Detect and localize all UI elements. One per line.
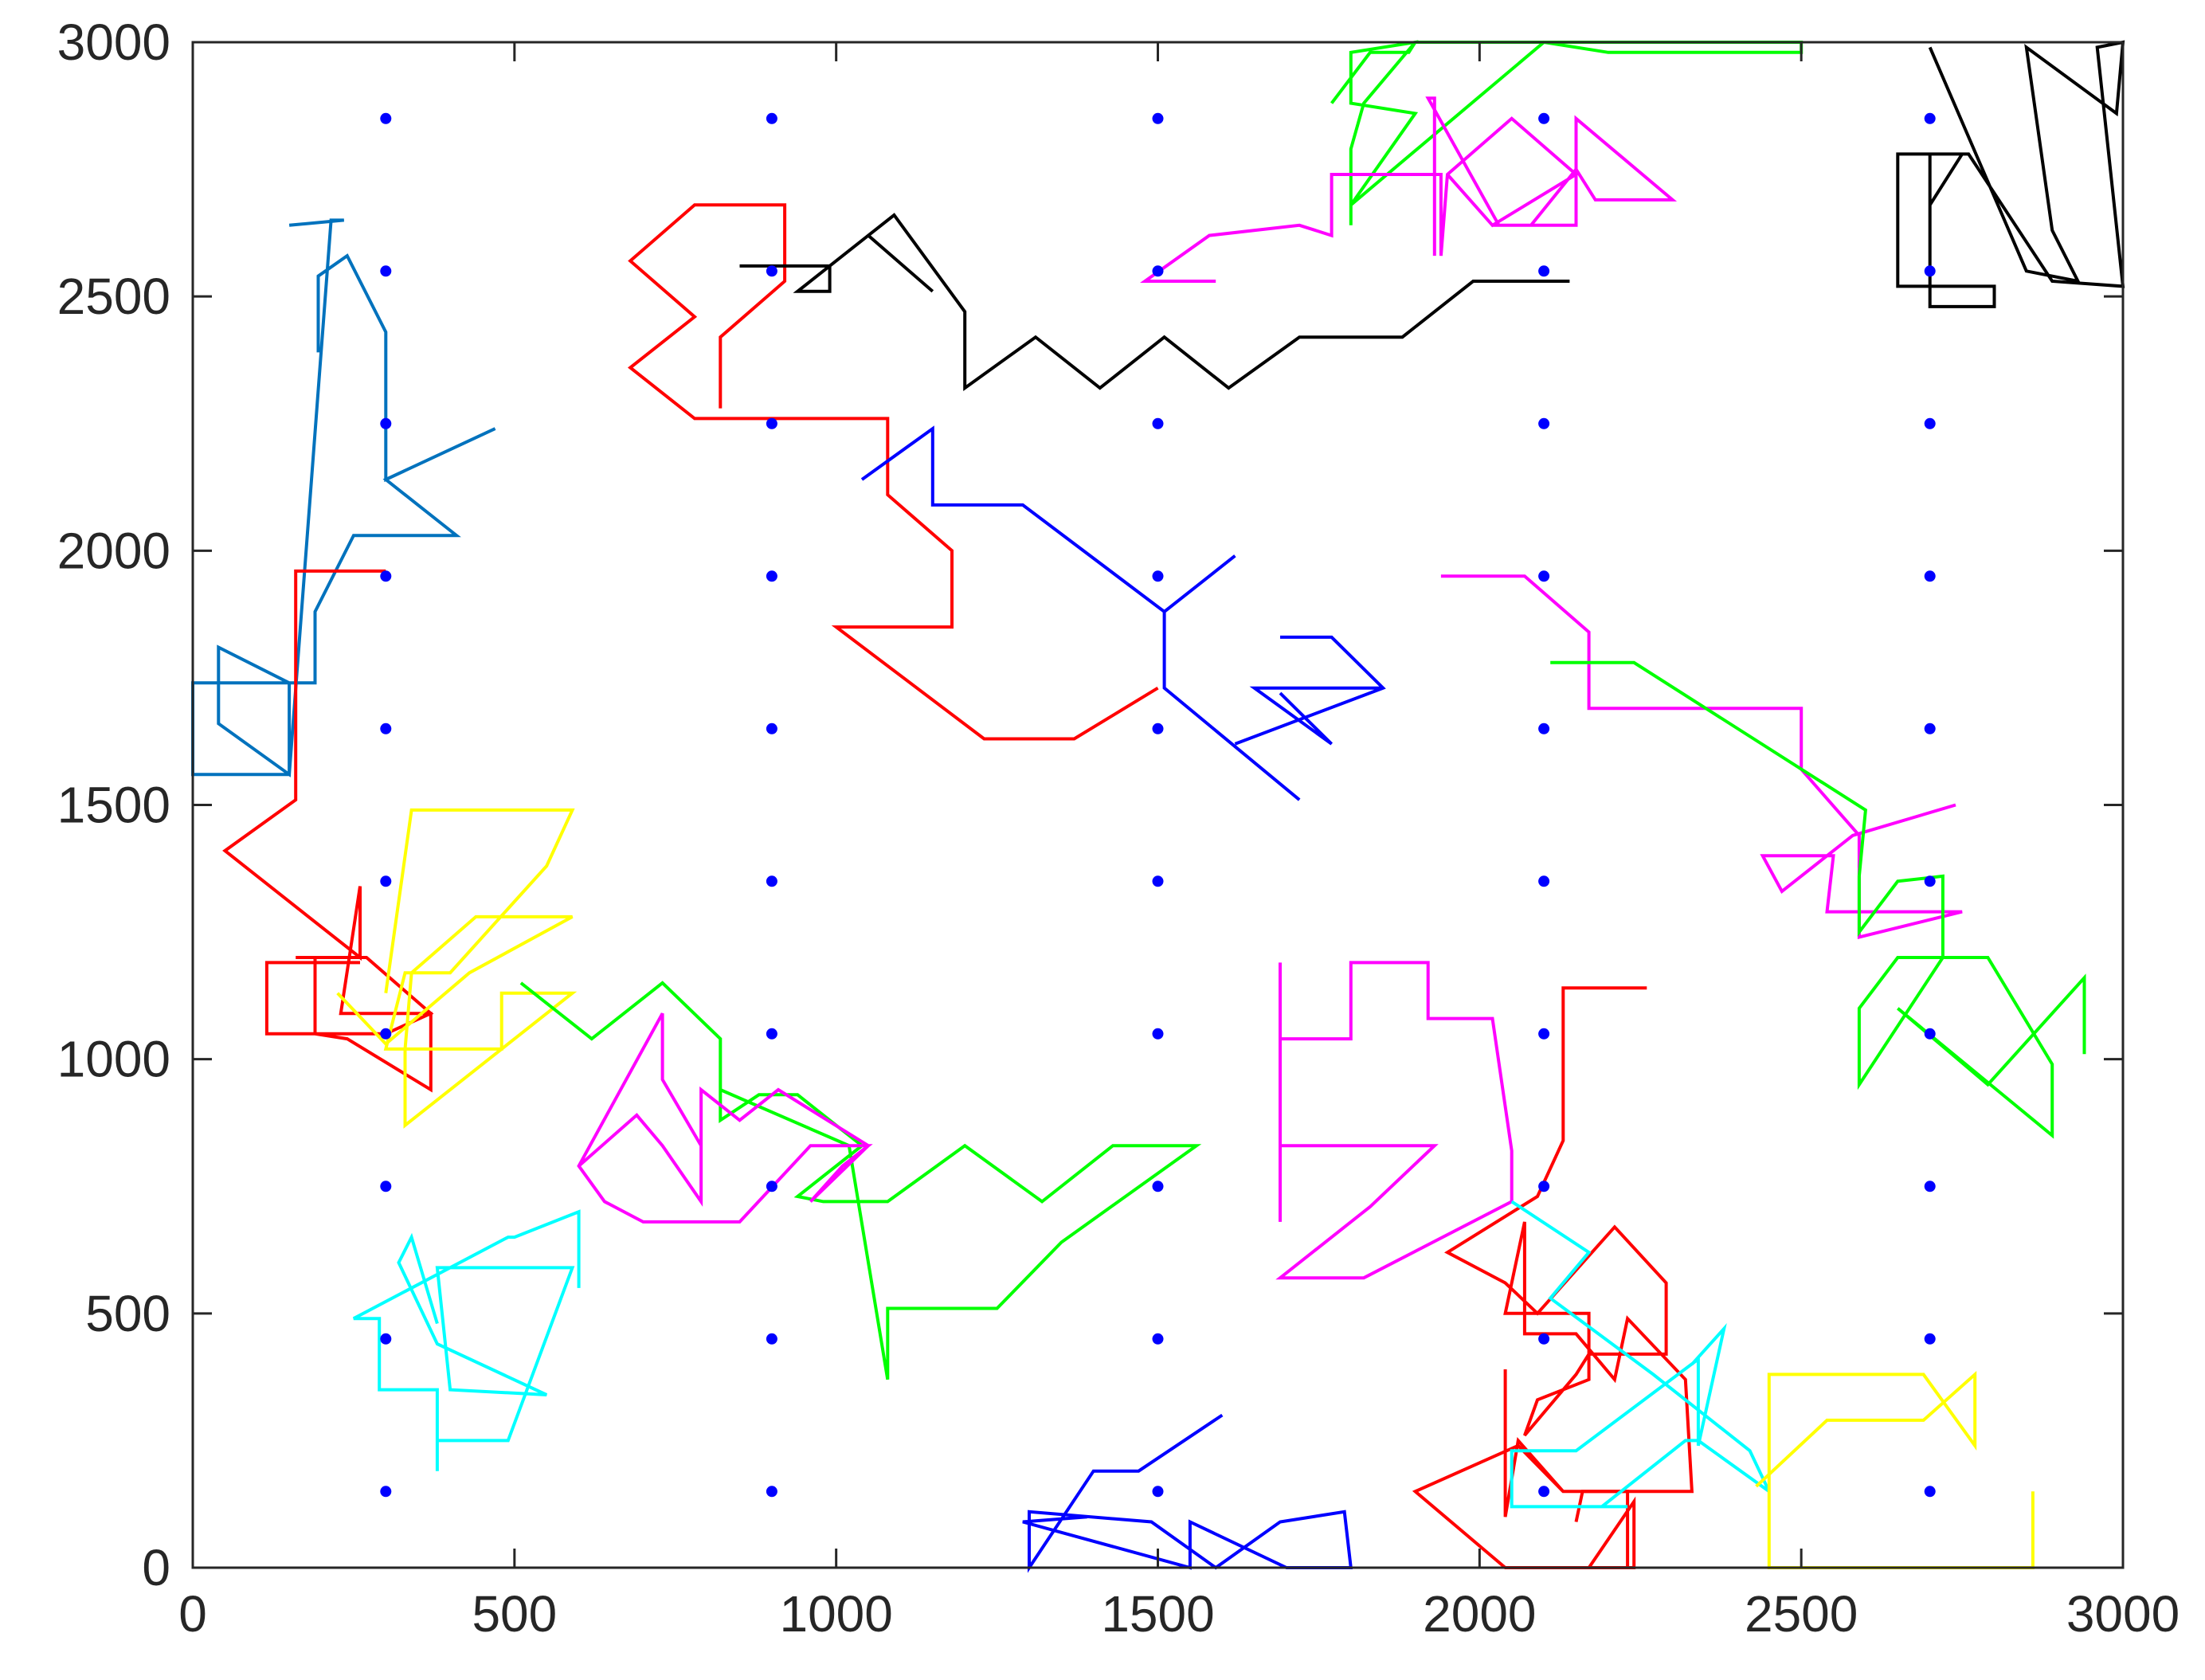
y-tick-label: 0 xyxy=(142,1539,170,1596)
grid-point xyxy=(1924,265,1936,277)
grid-point xyxy=(1924,1333,1936,1345)
grid-point xyxy=(1152,1486,1164,1498)
y-tick-label: 2000 xyxy=(57,522,170,579)
grid-point xyxy=(380,1181,392,1192)
series-line-20 xyxy=(1510,1200,1771,1509)
grid-point xyxy=(1538,1181,1550,1192)
grid-point xyxy=(1538,1486,1550,1498)
x-tick-label: 3000 xyxy=(2066,1585,2180,1643)
grid-point xyxy=(1538,723,1550,734)
grid-point xyxy=(1924,723,1936,734)
grid-point xyxy=(1152,417,1164,429)
y-tick-label: 1500 xyxy=(57,777,170,834)
grid-point xyxy=(1924,1028,1936,1040)
series-line-11 xyxy=(1022,1413,1353,1573)
grid-point xyxy=(1152,723,1164,734)
grid-point xyxy=(1924,1486,1936,1498)
grid-point xyxy=(1152,1028,1164,1040)
series-line-7 xyxy=(627,203,1159,741)
x-tick-label: 1000 xyxy=(779,1585,892,1643)
series-line-10 xyxy=(1234,635,1386,746)
grid-point xyxy=(766,1486,777,1498)
grid-point xyxy=(766,112,777,124)
grid-point xyxy=(380,723,392,734)
series-line-6 xyxy=(577,1012,873,1224)
grid-point xyxy=(766,875,777,887)
grid-point xyxy=(1924,417,1936,429)
grid-point xyxy=(1152,265,1164,277)
x-tick-labels: 0 500 1000 1500 2000 2500 3000 xyxy=(178,1585,2180,1643)
series-line-15 xyxy=(1440,574,1963,940)
series-line-16 xyxy=(1550,660,2086,1139)
grid-point xyxy=(766,265,777,277)
y-tick-label: 1000 xyxy=(57,1031,170,1088)
series-line-14 xyxy=(1896,40,2125,308)
grid-point xyxy=(380,417,392,429)
grid-point xyxy=(380,112,392,124)
series-line-13 xyxy=(1140,96,1678,283)
grid-point xyxy=(380,1486,392,1498)
grid-point xyxy=(1152,1333,1164,1345)
axes-layer xyxy=(191,41,2125,1569)
grid-point xyxy=(1152,570,1164,582)
grid-point xyxy=(1538,875,1550,887)
grid-point xyxy=(1538,265,1550,277)
grid-point xyxy=(1538,1028,1550,1040)
grid-point xyxy=(1152,875,1164,887)
grid-point xyxy=(1538,1333,1550,1345)
grid-point xyxy=(1924,112,1936,124)
series-line-8 xyxy=(739,213,1570,392)
x-tick-label: 2500 xyxy=(1745,1585,1858,1643)
series-line-1 xyxy=(191,218,496,777)
grid-point xyxy=(380,1028,392,1040)
grid-point xyxy=(766,570,777,582)
grid-point xyxy=(380,570,392,582)
grid-points-layer xyxy=(380,112,1936,1498)
grid-point xyxy=(766,723,777,734)
y-tick-label: 2500 xyxy=(57,268,170,325)
series-line-18 xyxy=(1443,986,1694,1522)
grid-point xyxy=(1538,417,1550,429)
x-tick-label: 0 xyxy=(178,1585,207,1643)
series-line-9 xyxy=(860,425,1301,801)
grid-point xyxy=(1538,570,1550,582)
y-tick-labels: 0 500 1000 1500 2000 2500 3000 xyxy=(57,14,170,1596)
series-layer xyxy=(191,40,2125,1573)
grid-point xyxy=(766,417,777,429)
grid-point xyxy=(1152,1181,1164,1192)
grid-point xyxy=(1924,1181,1936,1192)
y-tick-label: 500 xyxy=(85,1285,170,1342)
series-line-17 xyxy=(1275,961,1514,1280)
series-line-4 xyxy=(352,1209,581,1471)
x-tick-label: 1500 xyxy=(1101,1585,1214,1643)
grid-point xyxy=(1152,112,1164,124)
x-tick-label: 2000 xyxy=(1423,1585,1536,1643)
grid-point xyxy=(1538,112,1550,124)
series-line-3 xyxy=(336,808,578,1129)
x-tick-label: 500 xyxy=(472,1585,557,1643)
grid-point xyxy=(1924,570,1936,582)
series-line-5 xyxy=(519,981,1202,1380)
grid-point xyxy=(766,1333,777,1345)
y-tick-label: 3000 xyxy=(57,14,170,71)
grid-point xyxy=(766,1181,777,1192)
grid-point xyxy=(380,875,392,887)
grid-point xyxy=(380,265,392,277)
grid-point xyxy=(380,1333,392,1345)
grid-point xyxy=(1924,875,1936,887)
grid-point xyxy=(766,1028,777,1040)
